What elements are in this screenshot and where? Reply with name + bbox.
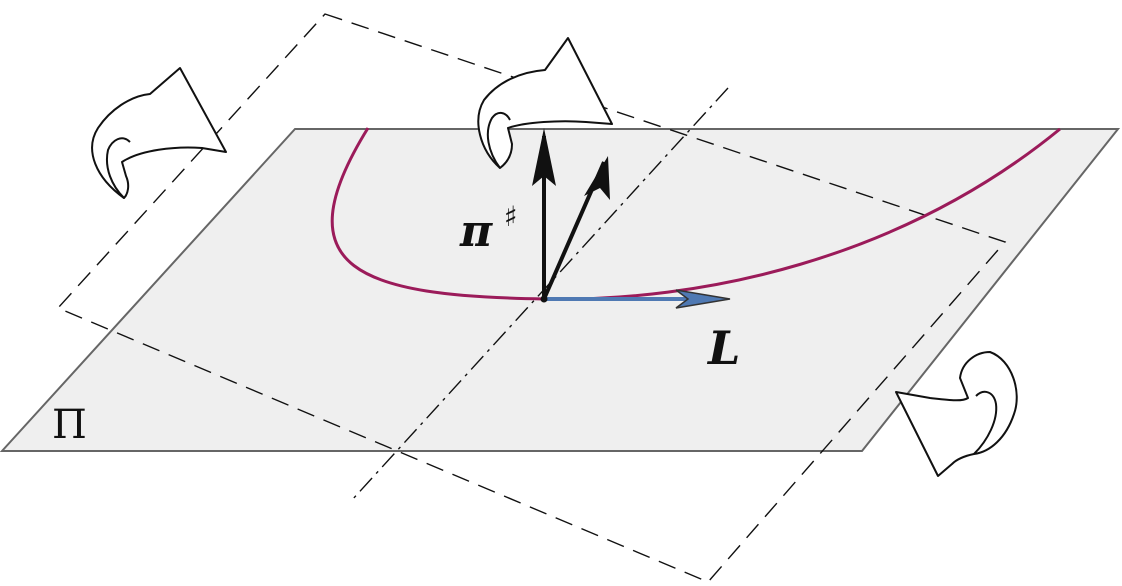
curl-arrow-top-icon	[477, 37, 613, 169]
dashed-slice-outline	[56, 13, 1007, 583]
vector-arrow-diagonal-head	[584, 156, 610, 200]
vector-arrow-pi-sharp-head	[532, 128, 556, 186]
dashdot-axis	[351, 87, 729, 501]
plane-pi	[0, 128, 1121, 452]
plane-label: Π	[52, 402, 87, 448]
l-vector-label: L	[706, 321, 740, 375]
vector-arrow-l-head	[675, 289, 731, 309]
curl-arrow-left-icon	[91, 67, 227, 199]
curl-arrow-right-icon	[895, 351, 1018, 477]
origin-point	[540, 295, 548, 303]
pi-sharp-superscript: ♯	[504, 200, 518, 233]
pi-sharp-label: π	[459, 206, 493, 257]
